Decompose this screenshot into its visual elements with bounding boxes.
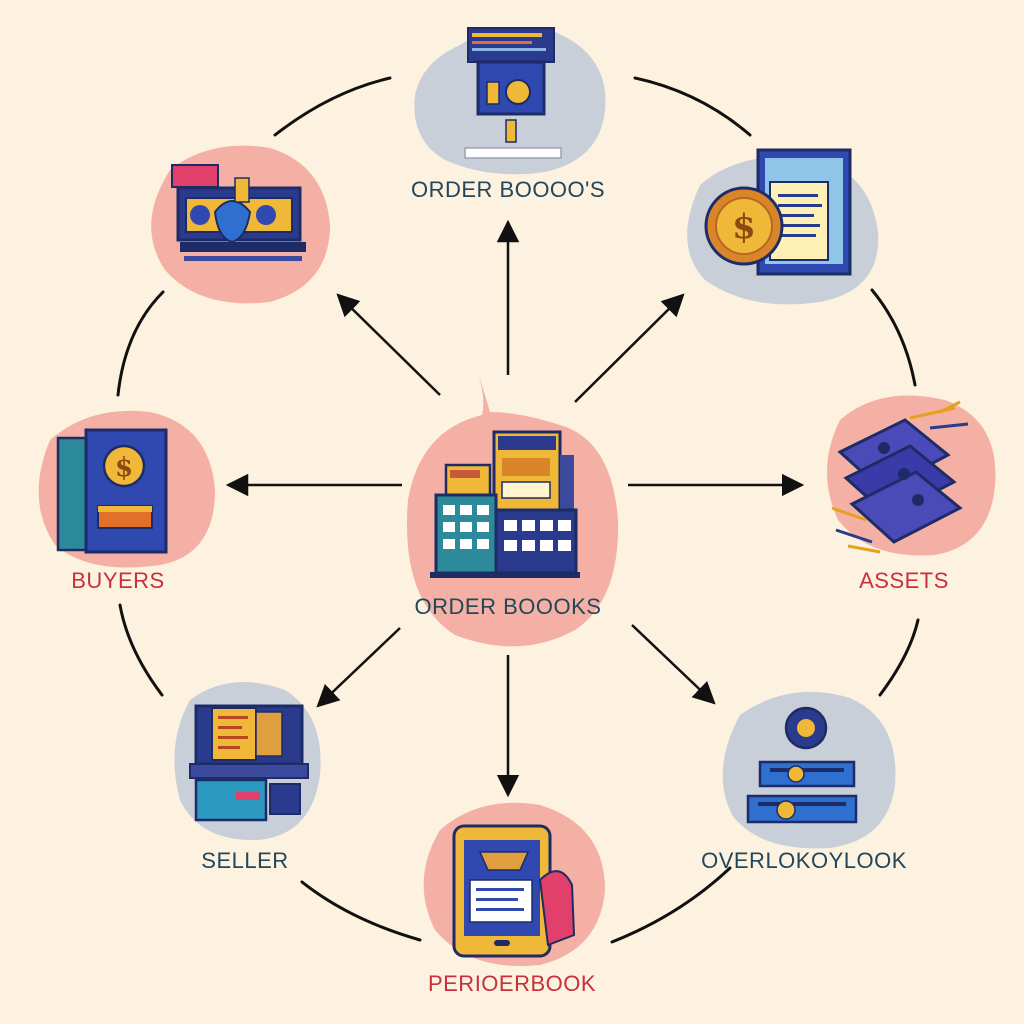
right-node bbox=[826, 395, 996, 556]
arrow-to-top-left bbox=[336, 293, 441, 396]
left-node: $ bbox=[38, 410, 215, 568]
printer-register-icon bbox=[189, 704, 309, 822]
ring-arc-top-right bbox=[633, 76, 752, 137]
arrow-to-bottom-right bbox=[631, 624, 716, 705]
top-node-label: ORDER BOOOO'S bbox=[410, 177, 606, 202]
cash-register-icon bbox=[171, 164, 306, 261]
center-node bbox=[406, 372, 619, 647]
bottom-right-node-label: OVERLOKOYLOOK bbox=[701, 848, 907, 873]
ring-arc-bottom-right bbox=[610, 866, 732, 944]
ring-arc-bottom-left bbox=[300, 880, 422, 942]
coin-stack-icon bbox=[746, 706, 858, 824]
ring-arc-left-upper bbox=[116, 290, 165, 397]
top-left-node bbox=[151, 145, 330, 304]
arrow-to-top-right bbox=[574, 293, 685, 403]
ring-arc-right-lower bbox=[878, 618, 920, 697]
top-right-node: $ bbox=[687, 148, 879, 305]
outer-ring bbox=[116, 76, 920, 944]
arrow-to-bottom-left bbox=[316, 627, 401, 708]
svg-text:$: $ bbox=[732, 207, 756, 247]
ring-arc-right-upper bbox=[870, 288, 917, 387]
bottom-left-node-label: SELLER bbox=[201, 848, 289, 873]
atm-coin-icon bbox=[464, 27, 562, 159]
svg-text:$: $ bbox=[115, 453, 133, 483]
center-node-label: ORDER BOOOKS bbox=[414, 594, 602, 619]
bottom-node-label: PERIOERBOOK bbox=[427, 971, 597, 996]
right-node-label: ASSETS bbox=[859, 568, 949, 593]
building-document-icon bbox=[430, 430, 580, 578]
coin-document-tablet-icon: $ bbox=[704, 148, 852, 276]
dollar-wallet-icon: $ bbox=[56, 428, 168, 554]
bottom-node bbox=[423, 802, 605, 966]
ring-arc-left-lower bbox=[118, 603, 164, 697]
left-node-label: BUYERS bbox=[71, 568, 165, 593]
tablet-document-icon bbox=[452, 824, 576, 958]
top-node bbox=[414, 27, 606, 175]
bottom-left-node bbox=[174, 682, 321, 841]
spoke-arrows bbox=[225, 219, 805, 798]
cash-stack-icon bbox=[831, 400, 969, 554]
bottom-right-node bbox=[722, 691, 896, 849]
ring-arc-top-left bbox=[273, 76, 392, 137]
